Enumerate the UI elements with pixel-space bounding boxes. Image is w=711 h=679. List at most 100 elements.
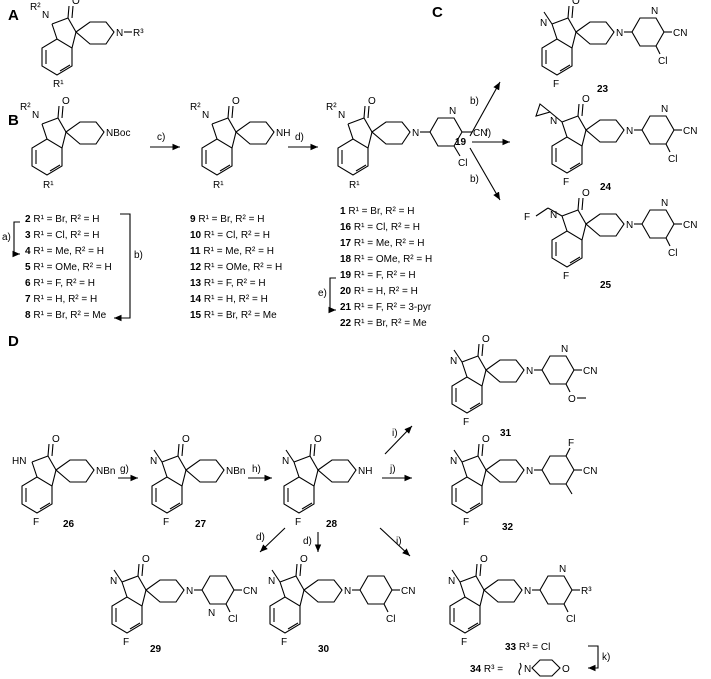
atom-r2: R² bbox=[190, 102, 201, 113]
atom-pyr-n: N bbox=[661, 198, 668, 209]
atom-f-chain: F bbox=[524, 212, 530, 223]
atom-r2: R² bbox=[20, 102, 31, 113]
step-b-label: b) bbox=[134, 250, 143, 261]
atom-r1: R¹ bbox=[213, 180, 224, 191]
atom-n: N bbox=[150, 456, 157, 467]
atom-pyr-n: N bbox=[559, 564, 566, 575]
atom-n: N bbox=[202, 110, 209, 121]
atom-cl: Cl bbox=[386, 614, 395, 625]
step-j-label: j) bbox=[389, 464, 396, 475]
svg-text:15 R¹ = Br, R² = Me: 15 R¹ = Br, R² = Me bbox=[190, 310, 277, 321]
svg-text:12 R¹ = OMe, R² = H: 12 R¹ = OMe, R² = H bbox=[190, 262, 282, 273]
atom-n-r3: N bbox=[116, 28, 123, 39]
compound-24-structure: N O N F N CN Cl bbox=[535, 94, 697, 188]
atom-f: F bbox=[281, 637, 287, 648]
svg-text:9 R¹ = Br, R² = H: 9 R¹ = Br, R² = H bbox=[190, 214, 264, 225]
panel-b-mid-structure: N R² O NH R¹ bbox=[190, 96, 290, 191]
compound-34-label-group: 34 R³ = N O bbox=[470, 659, 570, 677]
atom-pyr-n: N bbox=[661, 104, 668, 115]
atom-o: O bbox=[582, 94, 590, 105]
atom-o: O bbox=[368, 96, 376, 107]
atom-f: F bbox=[295, 517, 301, 528]
svg-text:1 R¹ = Br, R² = H: 1 R¹ = Br, R² = H bbox=[340, 206, 414, 217]
atom-r2: R² bbox=[30, 2, 41, 13]
atom-o: O bbox=[52, 434, 60, 445]
svg-text:22 R¹ = Br, R² = Me: 22 R¹ = Br, R² = Me bbox=[340, 318, 427, 329]
arrow-step-i-31 bbox=[384, 425, 413, 455]
compound-27-structure: N O NBn F bbox=[150, 434, 245, 528]
svg-text:13 R¹ = F, R² = H: 13 R¹ = F, R² = H bbox=[190, 278, 266, 289]
compound-28-label: 28 bbox=[326, 519, 338, 530]
svg-text:2 R¹ = Br, R² = H: 2 R¹ = Br, R² = H bbox=[25, 214, 99, 225]
compound-31-structure: N O N F N CN O bbox=[450, 334, 597, 428]
arrow-step-e bbox=[328, 277, 336, 314]
svg-text:4 R¹ = Me, R² = H: 4 R¹ = Me, R² = H bbox=[25, 246, 104, 257]
atom-n: N bbox=[268, 576, 275, 587]
svg-text:8 R¹ = Br, R² = Me: 8 R¹ = Br, R² = Me bbox=[25, 310, 107, 321]
compound-30-label: 30 bbox=[318, 644, 330, 655]
atom-cn: CN bbox=[583, 466, 597, 477]
arrow-to-23 bbox=[469, 81, 501, 137]
atom-o: O bbox=[62, 96, 70, 107]
svg-text:19 R¹ = F, R² = H: 19 R¹ = F, R² = H bbox=[340, 270, 416, 281]
atom-n-pip: N bbox=[626, 126, 633, 137]
atom-f-aryl: F bbox=[568, 438, 574, 449]
svg-text:14 R¹ = H, R² = H: 14 R¹ = H, R² = H bbox=[190, 294, 268, 305]
compound-25-label: 25 bbox=[600, 280, 612, 291]
compound-23-label: 23 bbox=[597, 84, 609, 95]
atom-o: O bbox=[482, 434, 490, 445]
panel-c-label: C bbox=[432, 4, 443, 21]
step-b-23: b) bbox=[470, 96, 479, 107]
atom-n: N bbox=[110, 576, 117, 587]
arrow-step-d-29 bbox=[259, 527, 286, 553]
atom-cl: Cl bbox=[566, 614, 575, 625]
atom-n-pip: N bbox=[626, 220, 633, 231]
svg-text:17 R¹ = Me, R² = H: 17 R¹ = Me, R² = H bbox=[340, 238, 424, 249]
step-b-25: b) bbox=[470, 174, 479, 185]
svg-text:18 R¹ = OMe, R² = H: 18 R¹ = OMe, R² = H bbox=[340, 254, 432, 265]
atom-o: O bbox=[482, 334, 490, 345]
panel-d-label: D bbox=[8, 333, 19, 350]
atom-cl: Cl bbox=[658, 56, 667, 67]
atom-n-pip: N bbox=[616, 28, 623, 39]
panel-b-end-structure: N R² O N R¹ N CN Cl bbox=[326, 96, 487, 191]
atom-cn: CN bbox=[673, 28, 687, 39]
panel-b-label: B bbox=[8, 112, 19, 129]
compound-25-structure: F N O N F N CN Cl bbox=[524, 188, 697, 282]
atom-f: F bbox=[563, 271, 569, 282]
compound-27-label: 27 bbox=[195, 519, 207, 530]
atom-r1: R¹ bbox=[349, 180, 360, 191]
atom-cl: Cl bbox=[458, 158, 467, 169]
atom-morph-o: O bbox=[562, 664, 570, 675]
atom-cl: Cl bbox=[228, 614, 237, 625]
arrow-step-a bbox=[12, 221, 20, 258]
atom-n: N bbox=[550, 210, 557, 221]
svg-text:5 R¹ = OMe, R² = H: 5 R¹ = OMe, R² = H bbox=[25, 262, 112, 273]
atom-f: F bbox=[563, 177, 569, 188]
arrow-step-k bbox=[588, 645, 599, 672]
atom-n-pip: N bbox=[524, 586, 531, 597]
svg-text:6 R¹ = F, R² = H: 6 R¹ = F, R² = H bbox=[25, 278, 95, 289]
step-a-label: a) bbox=[2, 232, 11, 243]
atom-n-pip: N bbox=[344, 586, 351, 597]
svg-text:16 R¹ = Cl, R² = H: 16 R¹ = Cl, R² = H bbox=[340, 222, 420, 233]
atom-pyr-n: N bbox=[208, 608, 215, 619]
atom-f: F bbox=[463, 517, 469, 528]
atom-n-pip: N bbox=[412, 128, 419, 139]
step-h-label: h) bbox=[252, 464, 261, 475]
svg-text:3 R¹ = Cl, R² = H: 3 R¹ = Cl, R² = H bbox=[25, 230, 99, 241]
atom-o: O bbox=[72, 0, 80, 7]
step-e-label: e) bbox=[318, 288, 327, 299]
compound-24-label: 24 bbox=[600, 182, 612, 193]
arrow-step-b bbox=[114, 213, 131, 322]
atom-o: O bbox=[142, 554, 150, 565]
atom-r1: R¹ bbox=[43, 180, 54, 191]
arrow-to-25 bbox=[469, 147, 501, 201]
atom-nbn: NBn bbox=[96, 466, 115, 477]
svg-text:20 R¹ = H, R² = H: 20 R¹ = H, R² = H bbox=[340, 286, 418, 297]
atom-f: F bbox=[163, 517, 169, 528]
compound-33-structure: N O N F N R³ Cl bbox=[448, 554, 592, 648]
atom-o: O bbox=[314, 434, 322, 445]
atom-n: N bbox=[282, 456, 289, 467]
atom-nh: NH bbox=[276, 128, 290, 139]
